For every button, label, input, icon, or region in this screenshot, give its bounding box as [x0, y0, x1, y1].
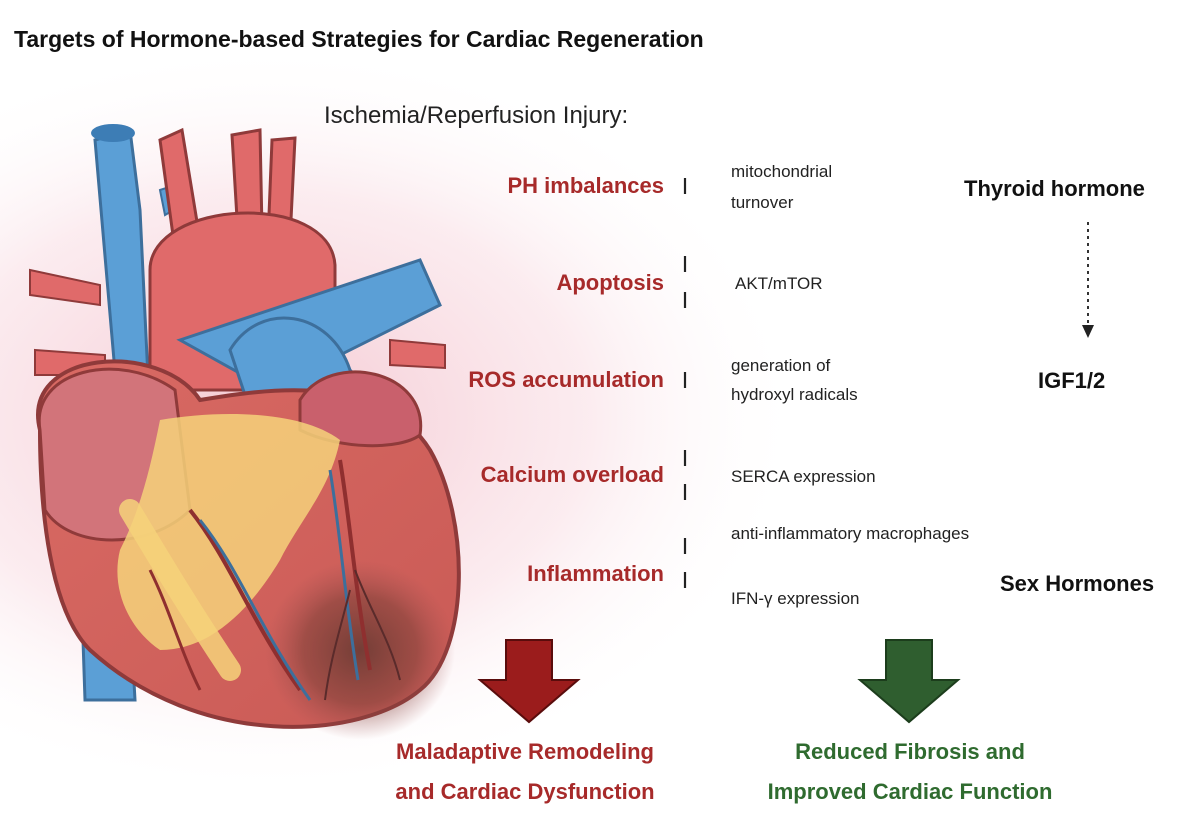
down-arrow-red	[477, 639, 581, 724]
outcome-improved: Reduced Fibrosis and Improved Cardiac Fu…	[740, 732, 1080, 812]
heart-illustration	[29, 124, 461, 740]
inhibition-line	[685, 184, 1088, 582]
mechanism-mitochondrial: mitochondrial	[731, 162, 833, 181]
target-ph-imbalances: PH imbalances	[507, 173, 664, 198]
outcome-maladaptive: Maladaptive Remodeling and Cardiac Dysfu…	[365, 732, 685, 812]
hormone-igf: IGF1/2	[1038, 368, 1106, 393]
mechanism-turnover: turnover	[731, 193, 794, 212]
down-arrow-green	[857, 639, 961, 724]
target-apoptosis: Apoptosis	[556, 270, 664, 295]
target-calcium-overload: Calcium overload	[480, 462, 664, 487]
outcome-maladaptive-line2: and Cardiac Dysfunction	[395, 779, 655, 804]
mechanism-akt-mtor: AKT/mTOR	[735, 274, 823, 293]
outcome-maladaptive-line1: Maladaptive Remodeling	[396, 739, 654, 764]
outcome-improved-line2: Improved Cardiac Function	[767, 779, 1053, 804]
target-ros-accumulation: ROS accumulation	[468, 367, 664, 392]
mechanism-macrophages: anti-inflammatory macrophages	[731, 524, 970, 543]
mechanism-hydroxyl-radicals: hydroxyl radicals	[731, 385, 858, 404]
page-title: Targets of Hormone-based Strategies for …	[14, 26, 704, 52]
target-inflammation: Inflammation	[527, 561, 664, 586]
outcome-improved-line1: Reduced Fibrosis and	[795, 739, 1025, 764]
dotted-arrow	[1082, 222, 1094, 338]
mechanism-generation-of: generation of	[731, 356, 831, 375]
hormone-thyroid: Thyroid hormone	[964, 176, 1145, 201]
mechanism-serca: SERCA expression	[731, 467, 876, 486]
hormone-sex: Sex Hormones	[1000, 571, 1155, 596]
subtitle: Ischemia/Reperfusion Injury:	[324, 102, 629, 129]
mechanism-ifn-gamma: IFN-γ expression	[731, 589, 860, 608]
